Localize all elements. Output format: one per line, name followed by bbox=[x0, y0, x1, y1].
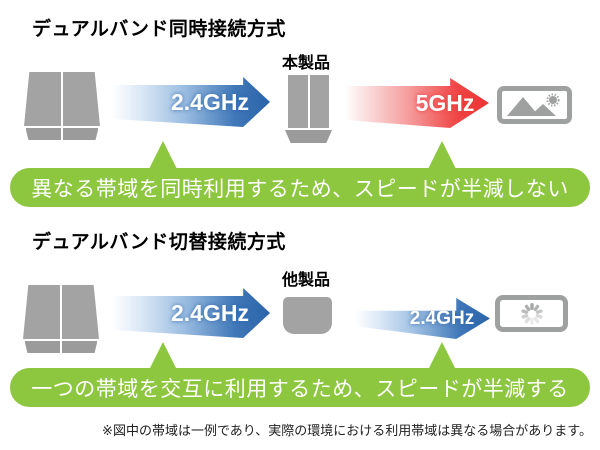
callout-pointer bbox=[428, 342, 456, 370]
section2-title: デュアルバンド切替接続方式 bbox=[32, 232, 286, 253]
this-product-label: 本製品 bbox=[282, 55, 331, 72]
section1-title: デュアルバンド同時接続方式 bbox=[32, 19, 286, 40]
arrow-label: 2.4GHz bbox=[409, 307, 475, 329]
arrow-2-4ghz-section2-right: 2.4GHz bbox=[355, 298, 490, 339]
other-product-label: 他製品 bbox=[282, 272, 331, 289]
image-mountain-sun-glyph bbox=[507, 93, 560, 116]
section2-caption-banner: 一つの帯域を交互に利用するため、スピードが半減する bbox=[10, 368, 590, 407]
this-product-router-icon bbox=[285, 75, 332, 143]
arrow-5ghz: 5GHz bbox=[345, 78, 489, 128]
router-divider-line bbox=[61, 72, 63, 140]
callout-pointer bbox=[149, 342, 177, 370]
router-base bbox=[285, 130, 332, 143]
router-divider-line bbox=[60, 285, 62, 353]
router-divider-line bbox=[307, 75, 310, 128]
loading-spinner-icon bbox=[495, 295, 568, 332]
arrow-2-4ghz-section1: 2.4GHz bbox=[112, 77, 270, 127]
router-body bbox=[288, 75, 329, 128]
other-product-device-icon bbox=[283, 297, 332, 334]
callout-pointer bbox=[428, 141, 456, 169]
arrow-label: 2.4GHz bbox=[171, 88, 249, 115]
router-box-icon bbox=[24, 72, 100, 140]
spinner-glyph bbox=[520, 302, 543, 325]
arrow-label: 5GHz bbox=[415, 89, 475, 116]
arrow-label: 2.4GHz bbox=[171, 299, 249, 326]
callout-pointer bbox=[149, 141, 177, 169]
arrow-2-4ghz-section2-left: 2.4GHz bbox=[112, 288, 270, 338]
section1-caption-banner: 異なる帯域を同時利用するため、スピードが半減しない bbox=[10, 168, 590, 207]
router-box-icon bbox=[23, 285, 99, 353]
image-icon bbox=[497, 86, 572, 124]
footnote: ※図中の帯域は一例であり、実際の環境における利用帯域は異なる場合があります。 bbox=[102, 423, 592, 438]
